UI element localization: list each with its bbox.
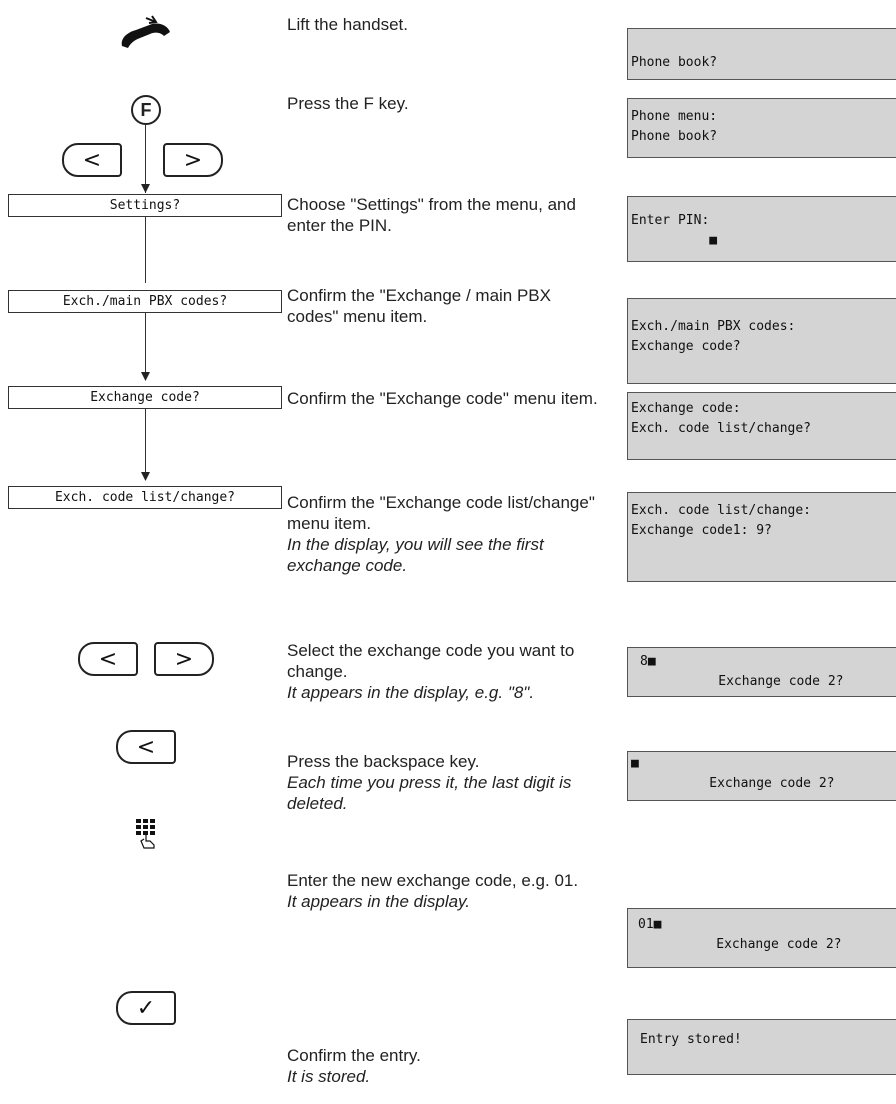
flow-line: [145, 409, 146, 475]
lcd-display: Exch. code list/change:Exchange code1: 9…: [627, 492, 896, 582]
lcd-display: Phone book?: [627, 28, 896, 80]
flow-line: [145, 217, 146, 283]
step-instruction: Lift the handset.: [287, 15, 408, 34]
lcd-display: 8■ Exchange code 2?: [627, 647, 896, 697]
step-instruction: Confirm the "Exchange / main PBX codes" …: [287, 286, 551, 326]
left-arrow-key[interactable]: <: [62, 143, 122, 177]
step-instruction: Press the backspace key.Each time you pr…: [287, 752, 572, 813]
step-instruction: Confirm the "Exchange code" menu item.: [287, 389, 598, 408]
lcd-display: Exch./main PBX codes:Exchange code?: [627, 298, 896, 384]
right-arrow-key[interactable]: >: [163, 143, 223, 177]
keypad-icon: [136, 819, 155, 849]
step-instruction: Press the F key.: [287, 94, 409, 113]
step-instruction: Enter the new exchange code, e.g. 01.It …: [287, 871, 579, 911]
step-instruction: Choose "Settings" from the menu, and ent…: [287, 195, 576, 235]
left-arrow-key[interactable]: <: [78, 642, 138, 676]
arrow-down-icon: [141, 472, 150, 481]
lcd-display: 01■ Exchange code 2?: [627, 908, 896, 968]
lcd-display: Exchange code:Exch. code list/change?: [627, 392, 896, 460]
menu-box-settings: Settings?: [8, 194, 282, 217]
confirm-key[interactable]: ✓: [116, 991, 176, 1025]
step-instruction: Confirm the "Exchange code list/change" …: [287, 493, 595, 575]
flow-line: [145, 313, 146, 375]
menu-box-exchange-code: Exchange code?: [8, 386, 282, 409]
lcd-display: ■ Exchange code 2?: [627, 751, 896, 801]
step-instruction: Confirm the entry.It is stored.: [287, 1046, 421, 1086]
menu-box-exch-code-list: Exch. code list/change?: [8, 486, 282, 509]
f-key[interactable]: F: [131, 95, 161, 125]
step-instruction: Select the exchange code you want to cha…: [287, 641, 575, 702]
handset-icon: [121, 15, 170, 48]
menu-box-exch-main: Exch./main PBX codes?: [8, 290, 282, 313]
backspace-key[interactable]: <: [116, 730, 176, 764]
lcd-display: Enter PIN: ■: [627, 196, 896, 262]
right-arrow-key[interactable]: >: [154, 642, 214, 676]
arrow-down-icon: [141, 184, 150, 193]
flow-line: [145, 125, 146, 193]
arrow-down-icon: [141, 372, 150, 381]
lcd-display: Phone menu:Phone book?: [627, 98, 896, 158]
lcd-display: Entry stored!: [627, 1019, 896, 1075]
